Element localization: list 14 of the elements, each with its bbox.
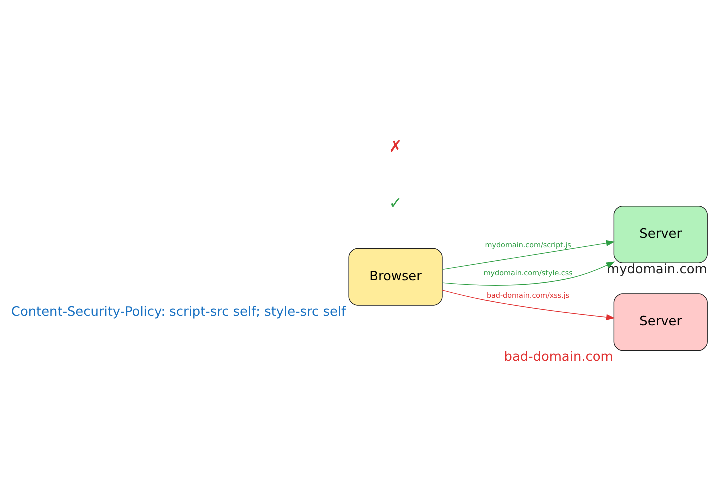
edge-label: bad-domain.com/xss.js (486, 290, 570, 300)
node-box: Server (614, 294, 708, 352)
node-box: Browser (348, 248, 443, 306)
arrow (442, 262, 616, 286)
label: ✗ (389, 136, 402, 156)
arrow (442, 240, 616, 270)
edge-label: mydomain.com/script.js (485, 240, 572, 250)
node-label: Content-Security-Policy: script-src self; style-src self (11, 304, 346, 320)
label: ✓ (389, 194, 402, 213)
node-label: bad-domain.com (504, 350, 614, 366)
edge-label: mydomain.com/style.css (484, 268, 573, 278)
arrow (442, 290, 616, 320)
node-box: Server (614, 206, 708, 264)
node-label: mydomain.com (606, 262, 708, 278)
